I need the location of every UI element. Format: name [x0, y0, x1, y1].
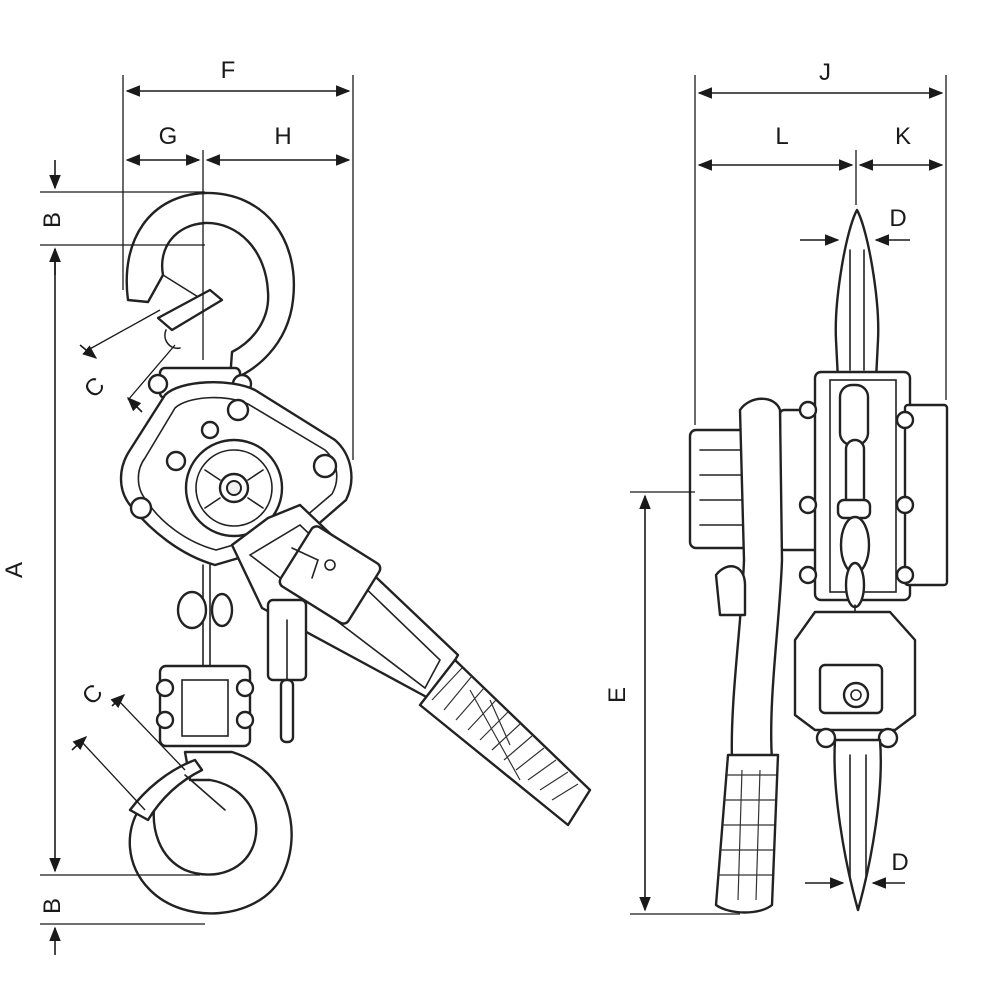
- label-A: A: [1, 562, 28, 578]
- label-H: H: [274, 123, 291, 150]
- side-view: J L K D D E: [604, 59, 949, 915]
- top-hook: [125, 191, 296, 382]
- side-dimensions: [630, 75, 947, 915]
- side-top-hook: [834, 208, 880, 382]
- label-B-bottom: B: [39, 898, 66, 914]
- lever-handle: [230, 503, 592, 827]
- side-body: [688, 370, 949, 641]
- label-E: E: [604, 687, 631, 703]
- label-J: J: [819, 59, 831, 86]
- label-D-bottom: D: [891, 849, 908, 876]
- side-bottom-hook: [833, 738, 882, 912]
- label-D-top: D: [889, 205, 906, 232]
- bottom-block: [155, 664, 255, 748]
- side-bottom-block: [793, 610, 917, 749]
- label-F: F: [221, 57, 236, 84]
- load-chain: [176, 564, 308, 744]
- lever-grip: [418, 658, 592, 827]
- front-dimensions: [40, 75, 354, 955]
- bottom-hook: [128, 750, 293, 915]
- label-C-top: C: [79, 372, 110, 403]
- label-L: L: [775, 123, 788, 150]
- front-view: F G H A B B C C: [1, 57, 592, 955]
- label-C-bottom: C: [77, 679, 108, 710]
- label-K: K: [895, 123, 911, 150]
- side-lever: [714, 397, 784, 914]
- label-B-top: B: [39, 212, 66, 228]
- label-G: G: [159, 123, 178, 150]
